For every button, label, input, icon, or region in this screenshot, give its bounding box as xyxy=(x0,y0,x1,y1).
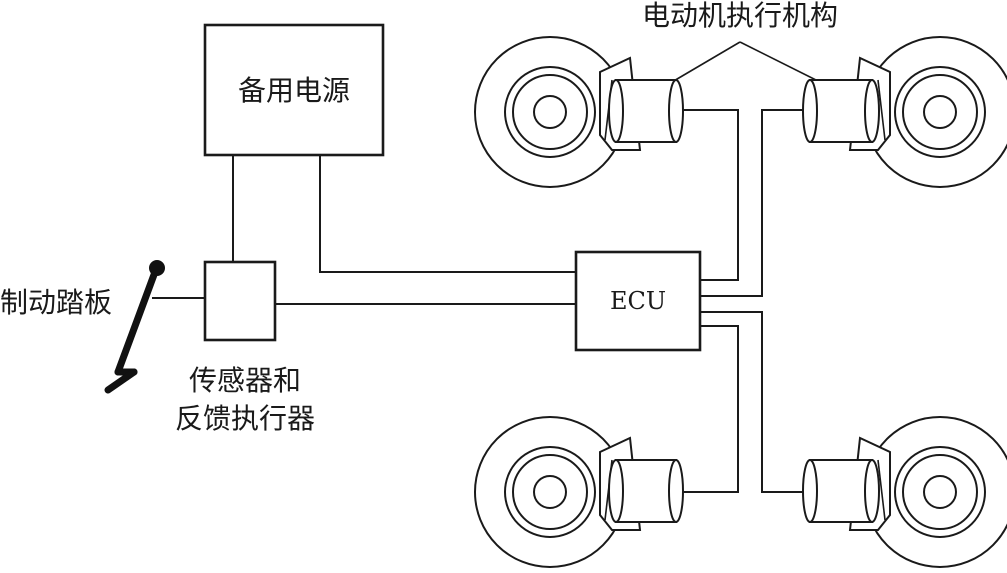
wheel-front-right xyxy=(802,36,1007,188)
sensor-label-line1: 传感器和 xyxy=(189,364,301,397)
motor-actuator-label: 电动机执行机构 xyxy=(642,0,838,32)
backup-power-block: 备用电源 xyxy=(203,23,385,157)
sensor-label-line2: 反馈执行器 xyxy=(175,402,315,435)
sensor-actuator-block: 传感器和 反馈执行器 xyxy=(175,260,315,435)
ecu-block: ECU xyxy=(574,250,702,352)
ecu-label: ECU xyxy=(610,287,666,315)
brake-pedal-label: 制动踏板 xyxy=(0,286,112,319)
wheel-rear-left xyxy=(474,416,684,568)
motor-actuator-callout: 电动机执行机构 xyxy=(642,0,841,93)
wheel-front-left xyxy=(474,36,684,188)
backup-power-label: 备用电源 xyxy=(238,74,350,107)
brake-pedal: 制动踏板 xyxy=(0,260,165,394)
wiring xyxy=(152,109,808,493)
wheel-rear-right xyxy=(802,416,1007,568)
